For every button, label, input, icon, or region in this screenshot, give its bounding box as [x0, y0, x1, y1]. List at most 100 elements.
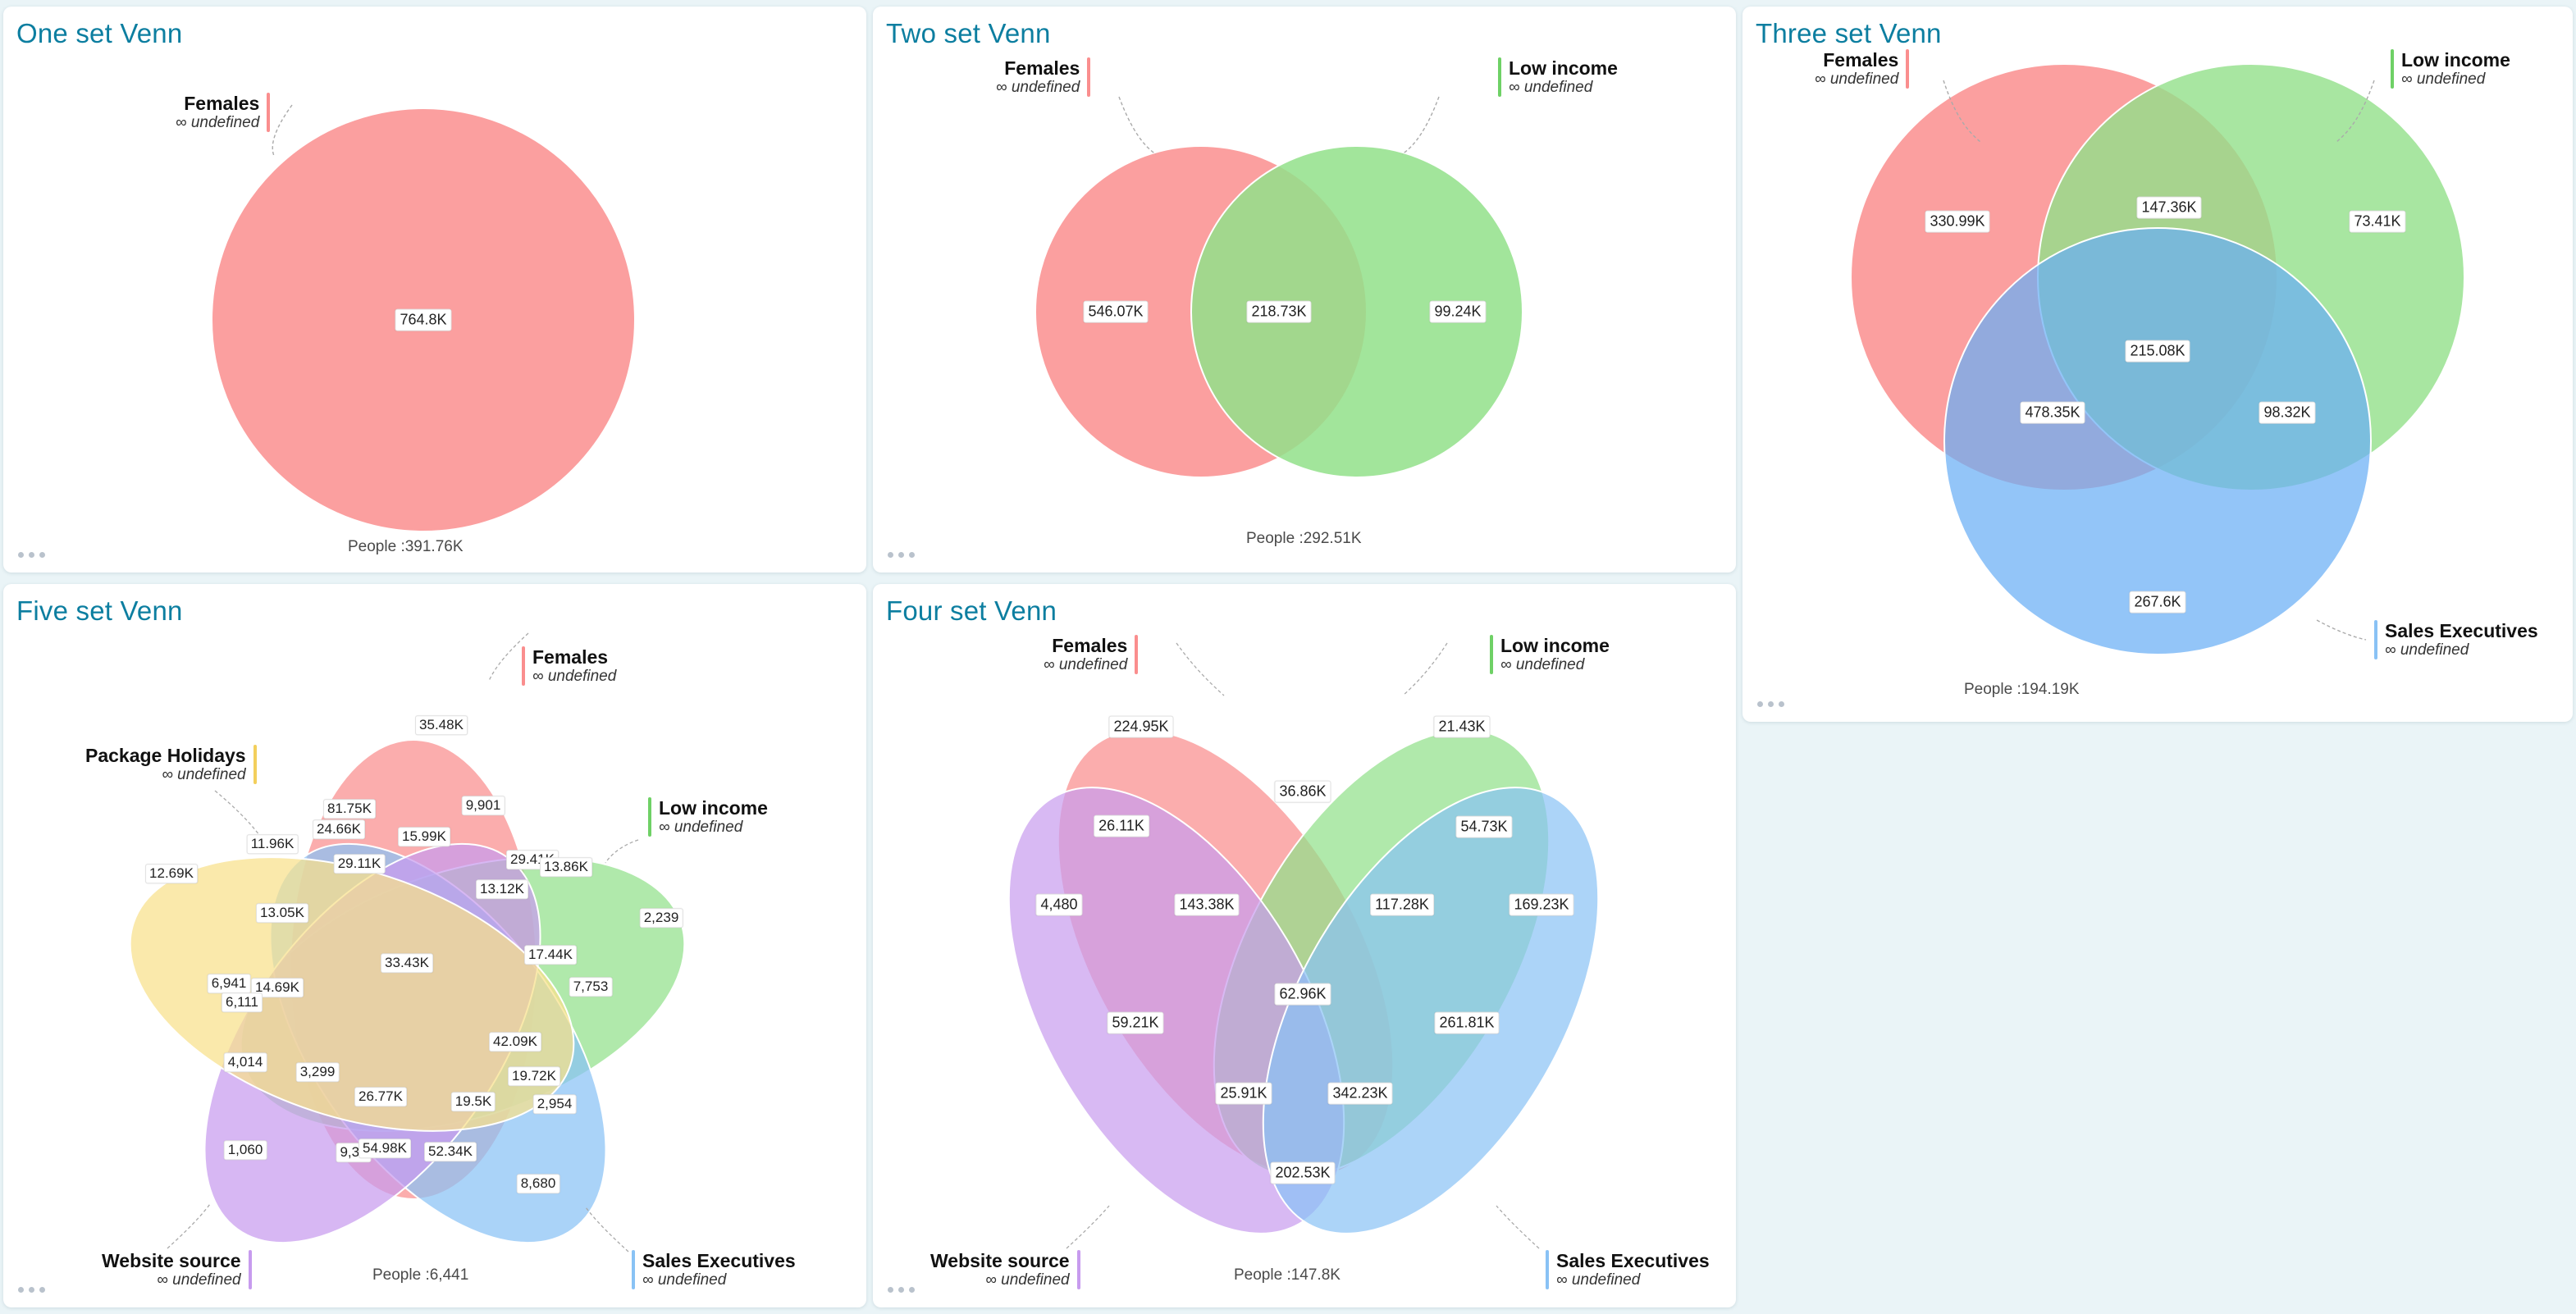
set-label-name: Females	[1004, 57, 1080, 79]
venn-region-value[interactable]: 11.96K	[246, 834, 299, 854]
venn-region-value[interactable]: 3,299	[295, 1062, 340, 1082]
venn-region-value[interactable]: 36.86K	[1274, 780, 1331, 803]
set-label-sub: ∞ undefined	[985, 1271, 1070, 1289]
venn-region-value[interactable]: 21.43K	[1433, 715, 1491, 738]
venn-region-value[interactable]: 29.11K	[333, 854, 386, 874]
set-label-name: Website source	[102, 1250, 241, 1271]
venn-region-value[interactable]: 202.53K	[1270, 1161, 1336, 1184]
set-label-sub: ∞ undefined	[1044, 656, 1128, 674]
card-two-set-venn[interactable]: Two set Venn Females ∞ undefined Low inc…	[873, 7, 1736, 573]
venn-region-value[interactable]: 54.73K	[1455, 815, 1513, 838]
venn-region-value[interactable]: 26.77K	[354, 1087, 407, 1106]
card-five-set-venn[interactable]: Five set Venn Females ∞ undefined	[3, 584, 866, 1307]
set-label-website-source: Website source ∞ undefined	[102, 1250, 252, 1290]
set-color-bar-website	[1076, 1250, 1080, 1290]
venn-region-value[interactable]: 143.38K	[1174, 893, 1240, 916]
venn-region-value[interactable]: 218.73K	[1246, 300, 1312, 323]
venn-region-value[interactable]: 17.44K	[524, 945, 577, 965]
venn-region-value[interactable]: 24.66K	[313, 819, 365, 839]
venn-region-value[interactable]: 13.05K	[256, 903, 308, 923]
set-label-name: Females	[1052, 635, 1128, 656]
venn-region-value[interactable]: 19.72K	[508, 1066, 560, 1086]
venn-region-value[interactable]: 4,480	[1035, 893, 1083, 916]
set-color-bar-website	[248, 1250, 252, 1290]
venn-region-value[interactable]: 7,753	[569, 977, 613, 997]
set-color-bar-low-income	[2391, 49, 2394, 89]
venn-region-value[interactable]: 99.24K	[1429, 300, 1487, 323]
set-label-low-income: Low income ∞ undefined	[1498, 57, 1618, 98]
venn-region-value[interactable]: 73.41K	[2349, 210, 2406, 233]
set-color-bar-low-income	[1498, 57, 1501, 98]
venn-region-value[interactable]: 261.81K	[1434, 1011, 1500, 1034]
page-title-two-set: Two set Venn	[886, 18, 1051, 48]
set-label-sub: ∞ undefined	[642, 1271, 727, 1289]
set-color-bar-females	[1906, 49, 1910, 89]
set-label-name: Sales Executives	[2385, 620, 2538, 641]
page-title-one-set: One set Venn	[16, 18, 183, 48]
set-label-name: Low income	[1500, 635, 1610, 656]
venn-region-value[interactable]: 330.99K	[1925, 210, 1990, 233]
set-label-sub: ∞ undefined	[157, 1271, 241, 1289]
venn-region-value[interactable]: 54.98K	[359, 1138, 411, 1158]
footer-total-two-set: People :292.51K	[1246, 530, 1362, 547]
venn-region-value[interactable]: 59.21K	[1107, 1011, 1164, 1034]
venn-region-value[interactable]: 25.91K	[1215, 1082, 1272, 1105]
venn-region-value[interactable]: 62.96K	[1274, 983, 1331, 1006]
venn-region-value[interactable]: 147.36K	[2136, 196, 2202, 219]
venn-region-value[interactable]: 546.07K	[1083, 300, 1149, 323]
venn-region-value[interactable]: 267.6K	[2129, 591, 2186, 614]
venn-region-value[interactable]: 169.23K	[1509, 893, 1574, 916]
set-label-name: Sales Executives	[642, 1250, 796, 1271]
set-label-sub: ∞ undefined	[996, 79, 1080, 97]
venn-region-value[interactable]: 15.99K	[398, 827, 450, 846]
card-menu-four-set[interactable]	[888, 1287, 915, 1293]
venn-region-value[interactable]: 13.12K	[476, 879, 528, 899]
venn-region-value[interactable]: 81.75K	[323, 799, 376, 819]
set-label-sub: ∞ undefined	[659, 819, 743, 837]
venn-region-value[interactable]: 13.86K	[540, 857, 592, 877]
card-menu-one-set[interactable]	[18, 552, 45, 558]
venn-region-value[interactable]: 8,680	[516, 1174, 560, 1193]
venn-region-value[interactable]: 9,901	[461, 796, 505, 815]
venn-diagram-five-set	[129, 632, 686, 1252]
venn-region-value[interactable]: 42.09K	[489, 1032, 541, 1052]
venn-region-value[interactable]: 764.8K	[395, 308, 452, 331]
venn-region-value[interactable]: 98.32K	[2259, 401, 2316, 424]
page-title-five-set: Five set Venn	[16, 595, 183, 626]
set-label-sales-executives: Sales Executives ∞ undefined	[2374, 620, 2538, 660]
venn-region-value[interactable]: 6,111	[221, 992, 263, 1012]
venn-region-value[interactable]: 6,941	[207, 974, 251, 993]
venn-region-value[interactable]: 1,060	[223, 1140, 267, 1160]
set-label-package-holidays: Package Holidays ∞ undefined	[85, 745, 257, 785]
venn-region-value[interactable]: 224.95K	[1108, 715, 1174, 738]
venn-diagram-three-set	[1850, 63, 2465, 655]
venn-region-value[interactable]: 2,239	[639, 908, 683, 928]
venn-region-value[interactable]: 215.08K	[2125, 340, 2190, 363]
set-label-name: Females	[1823, 49, 1899, 71]
card-four-set-venn[interactable]: Four set Venn Females ∞ undefined	[873, 584, 1736, 1307]
card-one-set-venn[interactable]: One set Venn Females ∞ undefined 764.8K …	[3, 7, 866, 573]
footer-total-four-set: People :147.8K	[1234, 1266, 1341, 1284]
venn-region-value[interactable]: 4,014	[223, 1052, 267, 1072]
venn-region-value[interactable]: 14.69K	[251, 978, 304, 997]
venn-region-value[interactable]: 52.34K	[424, 1142, 477, 1161]
set-color-bar-low-income	[1490, 635, 1493, 675]
venn-region-value[interactable]: 117.28K	[1370, 893, 1434, 916]
card-menu-three-set[interactable]	[1757, 701, 1784, 707]
venn-region-value[interactable]: 2,954	[532, 1094, 577, 1114]
venn-region-value[interactable]: 33.43K	[381, 953, 433, 973]
set-label-females: Females ∞ undefined	[1815, 49, 1910, 89]
venn-region-value[interactable]: 342.23K	[1327, 1082, 1393, 1105]
set-label-low-income: Low income ∞ undefined	[1490, 635, 1610, 675]
card-menu-two-set[interactable]	[888, 552, 915, 558]
card-three-set-venn[interactable]: Three set Venn Females ∞ undefined	[1742, 7, 2573, 722]
venn-region-value[interactable]: 19.5K	[450, 1092, 496, 1111]
venn-region-value[interactable]: 478.35K	[2020, 401, 2085, 424]
card-menu-five-set[interactable]	[18, 1287, 45, 1293]
venn-region-value[interactable]: 12.69K	[145, 864, 198, 883]
venn-region-value[interactable]: 26.11K	[1094, 814, 1149, 837]
venn-diagram-two-set	[1035, 96, 1523, 478]
venn-diagram-one-set	[211, 104, 636, 532]
venn-region-value[interactable]: 35.48K	[415, 715, 468, 735]
